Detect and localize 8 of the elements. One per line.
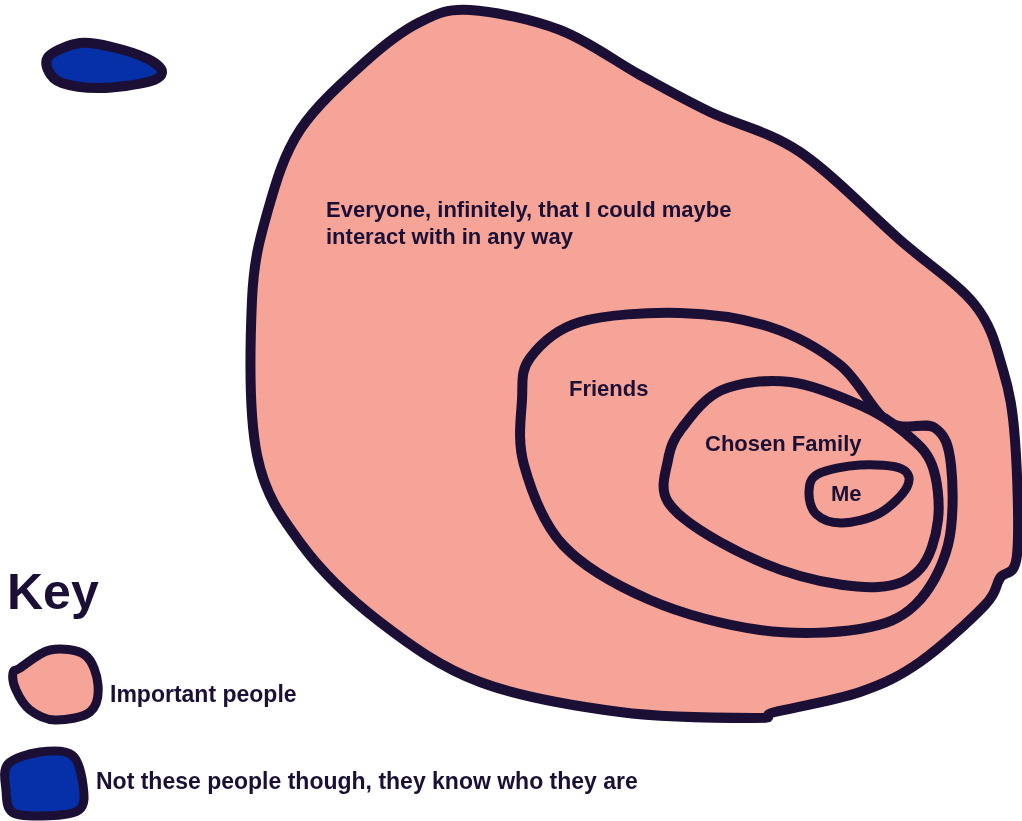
region-label: Everyone, infinitely, that I could maybe interact with in any way: [326, 196, 733, 250]
legend-heading: Key: [7, 563, 99, 622]
legend-label: Not these people though, they know who they are: [96, 767, 638, 795]
region-label: Friends: [569, 375, 650, 402]
region-label: Me: [831, 480, 863, 507]
region-blob: [659, 376, 946, 594]
legend-label: Important people: [110, 680, 297, 708]
region-label: Chosen Family: [705, 430, 863, 457]
